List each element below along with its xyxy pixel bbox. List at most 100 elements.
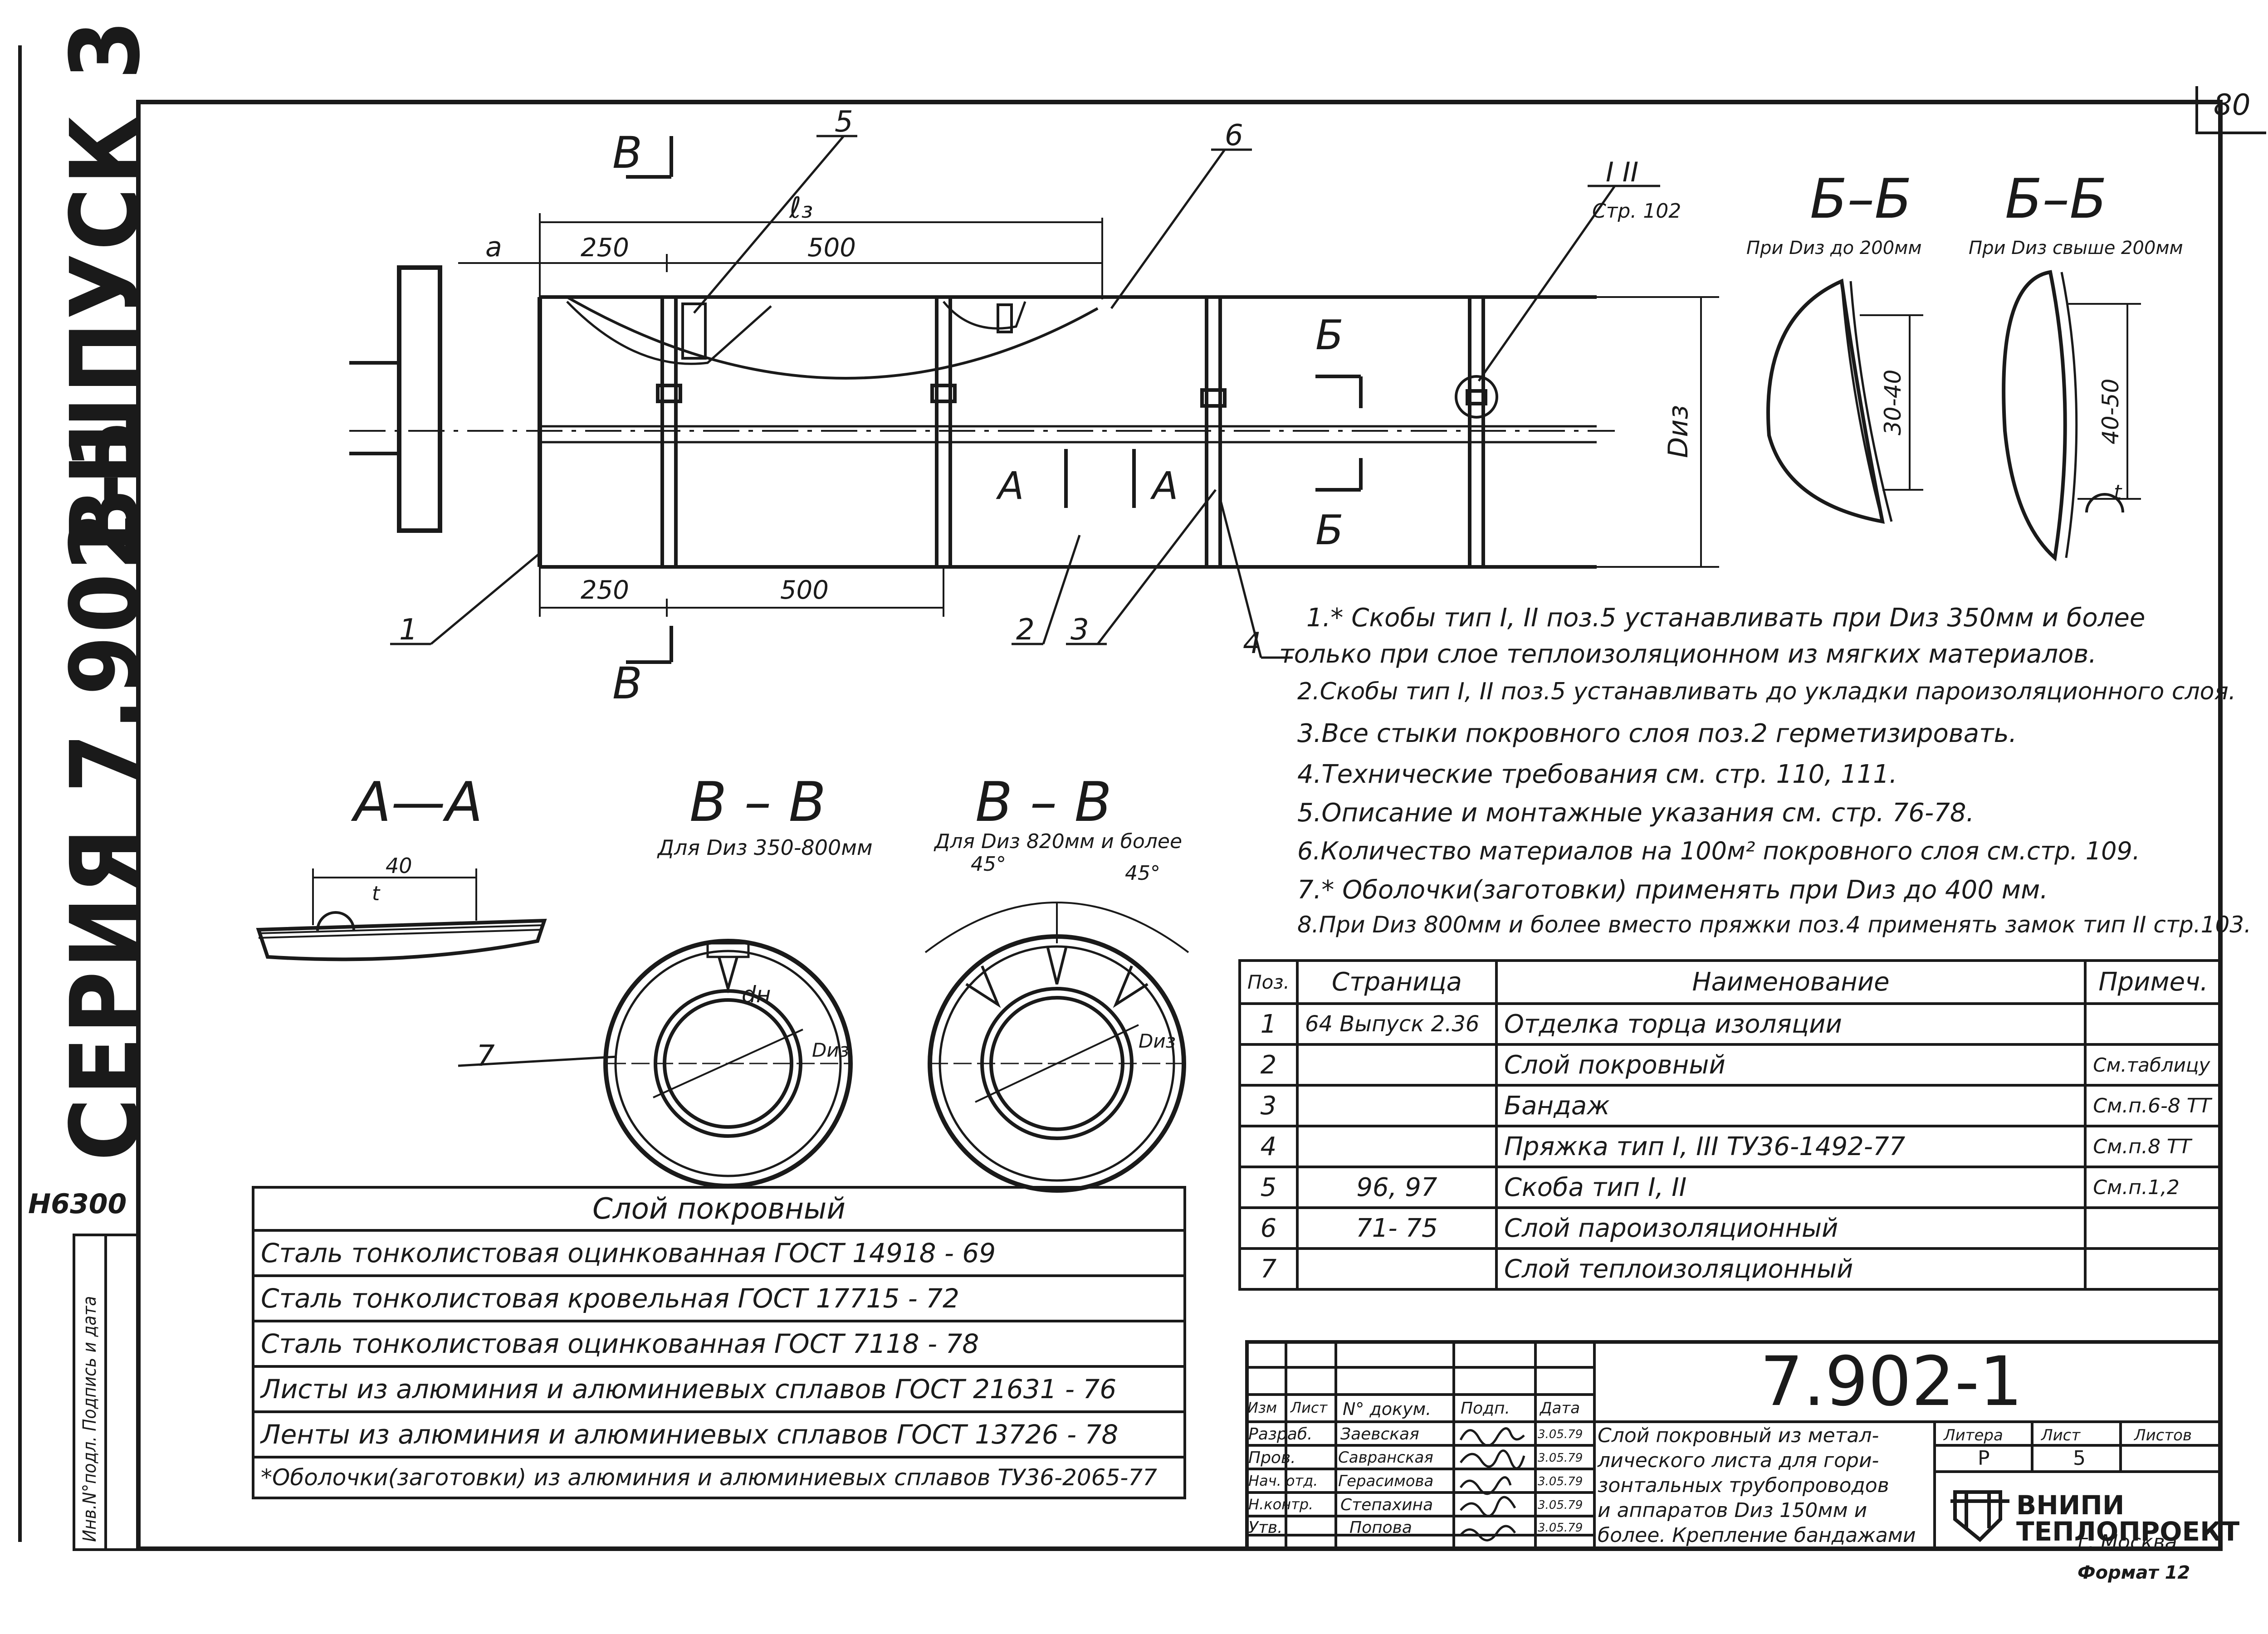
vv1-title: В – В (689, 771, 826, 834)
spec-table: Поз. Страница Наименование Примеч. 1 64 … (1238, 959, 2223, 1291)
cutaway-arc (566, 296, 1099, 380)
tb-header: N° докум. (1343, 1399, 1432, 1419)
spec-cell (2084, 1206, 2223, 1250)
aa-title: А—А (351, 771, 483, 834)
bb-large-dim: 40-50 (2097, 379, 2124, 444)
materials-row: Ленты из алюминия и алюминиевых сплавов … (252, 1410, 1186, 1458)
band-4 (1468, 295, 1485, 569)
spec-cell (2084, 1002, 2223, 1046)
spec-cell (1295, 1125, 1498, 1168)
title-block-grid (1245, 1340, 2223, 1551)
spec-cell: См.таблицу (2084, 1043, 2223, 1087)
note-line: 8.При Dиз 800мм и более вместо пряжки по… (1297, 912, 2251, 938)
section-bb-large (2002, 270, 2141, 561)
spec-cell: 6 (1238, 1206, 1299, 1250)
bb-large-t: t (2114, 481, 2122, 504)
spec-cell: Отделка торца изоляции (1495, 1002, 2087, 1046)
list-value: 5 (2073, 1447, 2086, 1470)
spec-row: 5 96, 97 Скоба тип I, II См.п.1,2 (1238, 1166, 2223, 1209)
spec-cell: 2 (1238, 1043, 1299, 1087)
note-line: только при слое теплоизоляционном из мяг… (1279, 639, 2097, 669)
inv-code: Н6300 (28, 1188, 127, 1220)
flange (397, 265, 442, 533)
vv1-dn: dн (742, 981, 771, 1008)
bb-large-title: Б–Б (2005, 168, 2107, 231)
section-bb-small (1766, 278, 1923, 524)
dim-500-top: 500 (807, 233, 856, 263)
callout-2: 2 (1016, 613, 1035, 647)
tb-name: Попова (1349, 1518, 1412, 1537)
spec-cell: Слой пароизоляционный (1495, 1206, 2087, 1250)
spec-header: Наименование (1495, 959, 2087, 1005)
format-label: Формат 12 (2077, 1562, 2190, 1583)
materials-title: Слой покровный (252, 1186, 1186, 1232)
bb-small-title: Б–Б (1810, 168, 1912, 231)
spec-cell: 1 (1238, 1002, 1299, 1046)
vv1-subtitle: Для Dиз 350-800мм (657, 835, 873, 860)
spec-cell (1295, 1084, 1498, 1127)
tb-role: Пров. (1248, 1449, 1296, 1467)
section-vv-1 (603, 939, 853, 1188)
materials-row: Сталь тонколистовая оцинкованная ГОСТ 14… (252, 1229, 1186, 1277)
aa-dim-40: 40 (386, 854, 412, 878)
callout-1: 1 (399, 613, 418, 647)
org-city: г. Москва (2077, 1531, 2177, 1554)
tb-description: зонтальных трубопроводов (1598, 1474, 1889, 1497)
spec-row: 6 71- 75 Слой пароизоляционный (1238, 1206, 2223, 1250)
l3-label: ℓ₃ (789, 191, 813, 225)
spec-cell: 4 (1238, 1125, 1299, 1168)
spec-cell: 3 (1238, 1084, 1299, 1127)
band-1 (660, 295, 678, 569)
tb-header: Изм (1247, 1399, 1277, 1416)
spec-cell (1295, 1043, 1498, 1087)
note-line: 5.Описание и монтажные указания см. стр.… (1297, 798, 1975, 828)
spec-row: 2 Слой покровный См.таблицу (1238, 1043, 2223, 1087)
note-line: 7.* Оболочки(заготовки) применять при Dи… (1297, 875, 2048, 905)
spec-cell (1295, 1247, 1498, 1291)
litera-label: Литера (1944, 1426, 2003, 1444)
spec-cell: Слой покровный (1495, 1043, 2087, 1087)
tb-date: 3.05.79 (1538, 1428, 1583, 1441)
section-b-top: Б (1315, 312, 1344, 359)
vv2-subtitle: Для Dиз 820мм и более (934, 830, 1182, 853)
vv2-angle-left: 45° (971, 853, 1006, 876)
dim-500-bot: 500 (780, 576, 829, 605)
materials-row: *Оболочки(заготовки) из алюминия и алюми… (252, 1456, 1186, 1499)
spec-cell: 7 (1238, 1247, 1299, 1291)
bb-small-subtitle: При Dиз до 200мм (1746, 238, 1922, 259)
note-line: 6.Количество материалов на 100м² покровн… (1297, 837, 2140, 865)
cut-bottom-label: В (612, 658, 642, 709)
ref-I-II: I II (1606, 156, 1638, 188)
spec-cell: 96, 97 (1295, 1166, 1498, 1209)
cut-top-label: В (612, 127, 642, 178)
spec-cell: Скоба тип I, II (1495, 1166, 2087, 1209)
note-line: 3.Все стыки покровного слоя поз.2 гермет… (1297, 719, 2017, 748)
callout-3: 3 (1070, 613, 1089, 647)
callout-6: 6 (1225, 119, 1243, 152)
spec-header: Страница (1295, 959, 1498, 1005)
tb-name: Савранская (1338, 1449, 1433, 1467)
tb-date: 3.05.79 (1538, 1475, 1583, 1488)
spec-cell: Слой теплоизоляционный (1495, 1247, 2087, 1291)
section-a-right: А (1150, 463, 1178, 508)
lock-detail (1455, 375, 1498, 419)
stamp-strip-divider (104, 1234, 107, 1551)
materials-row: Сталь тонколистовая кровельная ГОСТ 1771… (252, 1274, 1186, 1322)
tb-date: 3.05.79 (1538, 1451, 1583, 1465)
section-a-left: А (996, 463, 1024, 508)
dim-250-bot: 250 (581, 576, 629, 605)
note-line: 2.Скобы тип I, II поз.5 устанавливать до… (1297, 678, 2236, 705)
bb-large-subtitle: При Dиз свыше 200мм (1969, 238, 2183, 259)
vv2-title: В – В (975, 771, 1112, 834)
spec-header-row: Поз. Страница Наименование Примеч. (1238, 959, 2223, 1005)
tb-description: более. Крепление бандажами (1598, 1524, 1916, 1547)
left-border-line (18, 45, 22, 1542)
org-logo (1950, 1490, 2009, 1542)
tb-name: Заевская (1340, 1425, 1419, 1444)
spec-row: 7 Слой теплоизоляционный (1238, 1247, 2223, 1291)
callout-4: 4 (1243, 627, 1261, 660)
spec-cell: Пряжка тип I, III ТУ36-1492-77 (1495, 1125, 2087, 1168)
spec-cell: См.п.1,2 (2084, 1166, 2223, 1209)
org-name: ВНИПИ ТЕПЛОПРОЕКТ (2016, 1490, 2240, 1547)
section-vv-2 (924, 902, 1189, 1193)
